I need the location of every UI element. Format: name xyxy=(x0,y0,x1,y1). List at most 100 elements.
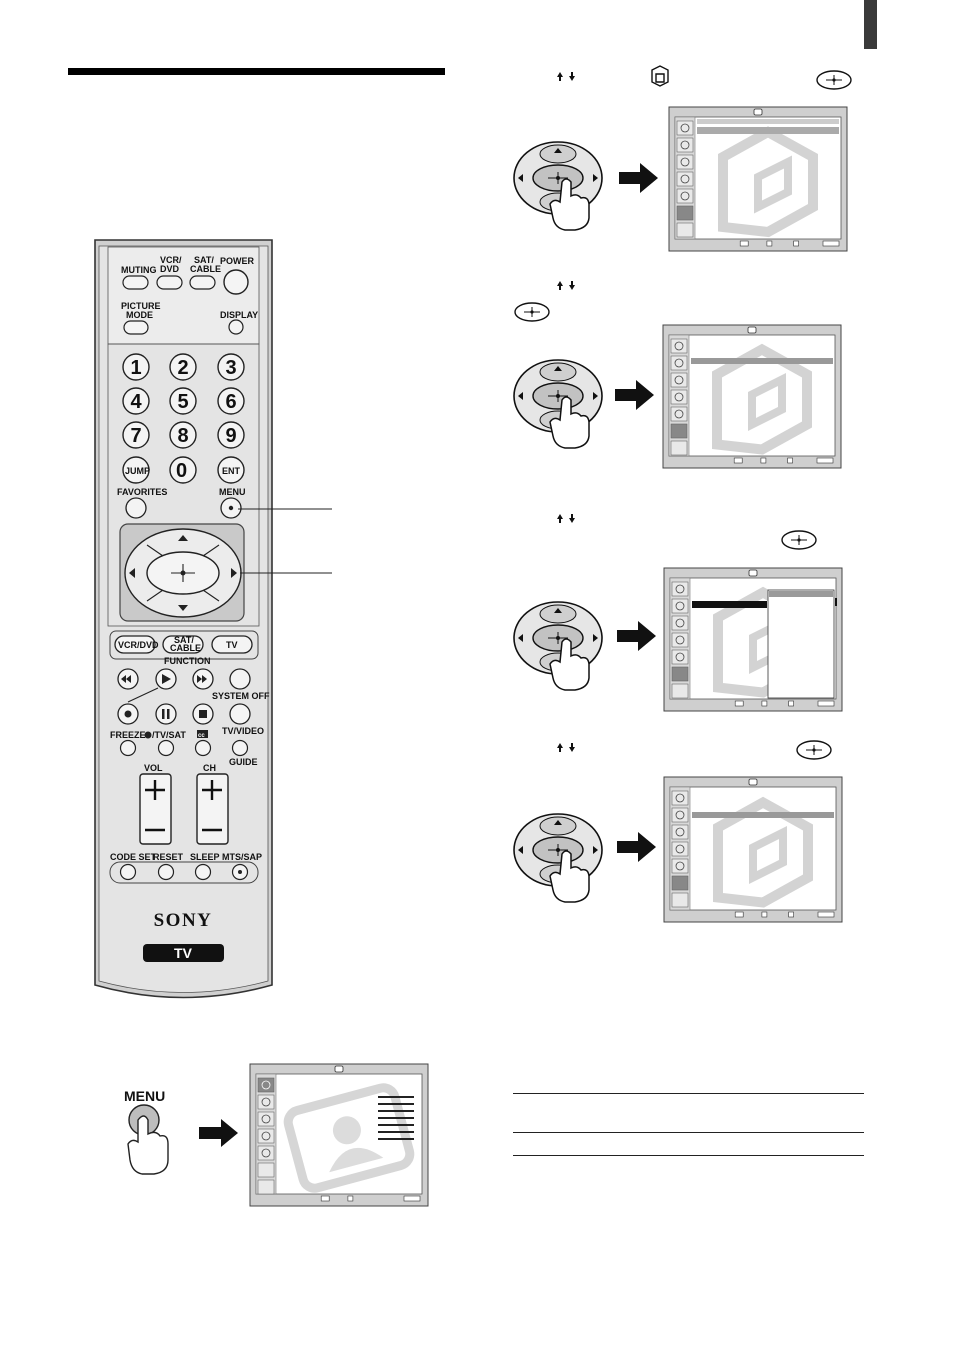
sidebar-icon-7 xyxy=(676,222,694,238)
digit-5-button[interactable]: 5 xyxy=(169,387,197,415)
digit-7-button[interactable]: 7 xyxy=(122,421,150,449)
footer-updown-icon xyxy=(739,240,749,247)
sidebar-icon-3 xyxy=(670,372,688,388)
screen-step-select xyxy=(662,324,842,469)
digit-0-button[interactable]: 0 xyxy=(169,456,197,484)
svg-text:4: 4 xyxy=(130,391,142,413)
sleep-button[interactable] xyxy=(194,863,212,881)
play-button[interactable] xyxy=(155,668,177,690)
sat-cable-button[interactable]: SAT/ CABLE xyxy=(189,255,221,290)
ent-button[interactable]: ENT xyxy=(217,456,245,484)
picture-mode-button[interactable]: PICTURE MODE xyxy=(121,301,161,335)
setup-icon xyxy=(651,65,669,87)
up-down-arrows-icon xyxy=(557,514,575,523)
sidebar-icon-5 xyxy=(670,406,688,422)
tv-sat-button[interactable] xyxy=(157,739,175,757)
ch-label: CH xyxy=(203,763,216,773)
sidebar-icon-7 xyxy=(671,892,689,908)
muting-button[interactable]: MUTING xyxy=(121,265,157,290)
code-set-button[interactable] xyxy=(119,863,137,881)
digit-2-button[interactable]: 2 xyxy=(169,353,197,381)
arrow-right-icon xyxy=(199,1119,238,1147)
level-bar xyxy=(378,1131,414,1133)
pause-button[interactable] xyxy=(155,703,177,725)
tv-sat-label: /TV/SAT xyxy=(152,730,186,740)
up-down-arrows-icon xyxy=(557,281,575,290)
svg-text:cc: cc xyxy=(198,733,205,739)
menu-button-caption: MENU xyxy=(124,1088,165,1104)
aux-top-button[interactable] xyxy=(229,668,251,690)
sidebar-icon-4 xyxy=(257,1128,275,1144)
svg-text:VCR/: VCR/ xyxy=(160,255,182,265)
favorites-button[interactable]: FAVORITES xyxy=(117,487,167,519)
display-button[interactable]: DISPLAY xyxy=(220,310,258,335)
freeze-button[interactable] xyxy=(119,739,137,757)
svg-text:SAT/: SAT/ xyxy=(174,635,194,645)
fast-forward-button[interactable] xyxy=(192,668,214,690)
guide-label: GUIDE xyxy=(229,757,258,767)
footer-menu-icon xyxy=(403,1195,421,1202)
section-heading-rule xyxy=(68,68,445,75)
cc-button[interactable] xyxy=(194,739,212,757)
menu-button[interactable]: MENU xyxy=(219,487,246,519)
enter-button-icon xyxy=(514,302,550,322)
footer-updown-icon xyxy=(320,1195,330,1202)
record-button[interactable] xyxy=(117,703,139,725)
channel-rocker[interactable] xyxy=(196,773,229,845)
power-button[interactable]: POWER xyxy=(220,256,255,295)
stop-button[interactable] xyxy=(192,703,214,725)
system-off-button[interactable]: SYSTEM OFF xyxy=(212,691,270,725)
vcr-dvd-button[interactable]: VCR/ DVD xyxy=(156,255,183,290)
footer-updown-icon xyxy=(733,457,743,464)
rewind-button[interactable] xyxy=(117,668,139,690)
tv-icon xyxy=(747,326,757,334)
svg-text:8: 8 xyxy=(177,425,188,447)
digit-3-button[interactable]: 3 xyxy=(217,353,245,381)
finger-icon xyxy=(549,850,590,903)
sidebar-icon-6 xyxy=(257,1162,275,1178)
tv-function-button[interactable]: TV xyxy=(211,635,253,654)
sidebar-icon-7 xyxy=(671,683,689,699)
arrow-right-icon xyxy=(619,163,658,193)
watermark-setup-icon xyxy=(718,126,818,238)
svg-text:TV: TV xyxy=(226,640,238,650)
vcr-dvd-function-button[interactable]: VCR/DVD xyxy=(114,635,159,654)
reset-button[interactable] xyxy=(157,863,175,881)
freeze-label: FREEZE xyxy=(110,730,146,740)
digit-9-button[interactable]: 9 xyxy=(217,421,245,449)
svg-text:POWER: POWER xyxy=(220,256,255,266)
screen-step-option xyxy=(663,567,843,712)
digit-6-button[interactable]: 6 xyxy=(217,387,245,415)
footer-return-icon xyxy=(788,700,794,707)
footer-return-icon xyxy=(788,911,794,918)
svg-text:0: 0 xyxy=(176,460,187,482)
level-bar xyxy=(378,1103,414,1105)
digit-4-button[interactable]: 4 xyxy=(122,387,150,415)
joystick-pad[interactable] xyxy=(119,523,245,622)
volume-rocker[interactable] xyxy=(139,773,172,845)
sidebar-icon-2 xyxy=(676,137,694,153)
digit-8-button[interactable]: 8 xyxy=(169,421,197,449)
tv-icon xyxy=(334,1065,344,1073)
svg-text:6: 6 xyxy=(225,391,236,413)
sidebar-icon-5 xyxy=(671,649,689,665)
footer-menu-icon xyxy=(816,457,834,464)
sat-cable-function-button[interactable]: SAT/ CABLE xyxy=(162,635,204,654)
menu-highlight-row xyxy=(691,358,833,364)
tv-video-button[interactable] xyxy=(231,739,249,757)
svg-text:SAT/: SAT/ xyxy=(194,255,214,265)
function-label: FUNCTION xyxy=(164,656,211,666)
footer-menu-icon xyxy=(817,700,835,707)
jump-button[interactable]: JUMP xyxy=(122,456,150,484)
svg-text:PICTURE: PICTURE xyxy=(121,301,161,311)
svg-text:MODE: MODE xyxy=(126,310,153,320)
sidebar-icon-3 xyxy=(257,1111,275,1127)
tv-icon xyxy=(748,778,758,786)
digit-1-button[interactable]: 1 xyxy=(122,353,150,381)
watermark-person-icon xyxy=(283,1083,415,1193)
svg-text:1: 1 xyxy=(130,357,141,379)
enter-button-icon xyxy=(781,530,817,550)
